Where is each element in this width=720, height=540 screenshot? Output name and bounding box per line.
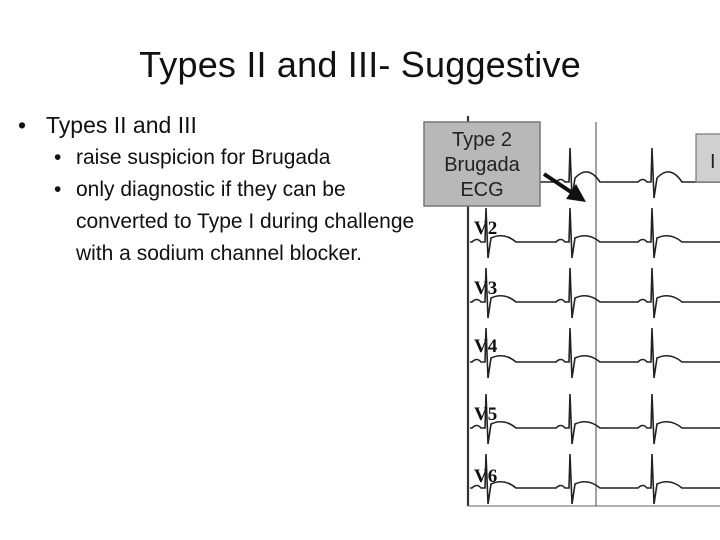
arrow-head-icon	[566, 184, 586, 202]
type2-label-line1: Type 2	[452, 129, 512, 151]
cut-label-text: I	[710, 151, 716, 173]
ecg-figure: Type 2 Brugada ECG I V2 V3 V4 V5 V6	[416, 116, 720, 516]
bullet-item: • Types II and III	[18, 108, 418, 142]
ecg-trace-line	[470, 207, 720, 259]
bullet-dot-icon: •	[18, 112, 27, 138]
lead-label-v2: V2	[474, 218, 497, 239]
lead-label-v3: V3	[474, 278, 497, 299]
sub-bullet-dot-icon: •	[54, 146, 62, 169]
bullet-text: Types II and III	[46, 112, 197, 138]
lead-label-v5: V5	[474, 404, 497, 425]
type2-label-box	[423, 121, 541, 207]
arrow-shaft-icon	[542, 172, 576, 196]
cut-label-box	[695, 133, 720, 183]
lead-label-v4: V4	[474, 336, 498, 357]
bullet-list: • Types II and III • raise suspicion for…	[18, 108, 418, 270]
type2-label-line2: Brugada	[444, 154, 520, 176]
sub-bullet-item: • raise suspicion for Brugada	[18, 142, 418, 174]
ecg-trace-line	[470, 393, 720, 445]
sub-bullet-dot-icon: •	[54, 178, 62, 201]
slide-title: Types II and III- Suggestive	[139, 44, 581, 85]
ecg-trace-line	[470, 267, 720, 319]
lead-label-v6: V6	[474, 466, 497, 487]
ecg-trace-image: Type 2 Brugada ECG I V2 V3 V4 V5 V6	[423, 116, 720, 507]
ecg-trace-line	[470, 327, 720, 379]
type2-label-line3: ECG	[460, 179, 503, 201]
sub-bullet-item: • only diagnostic if they can be convert…	[18, 174, 418, 270]
ecg-trace-line	[470, 453, 720, 505]
sub-bullet-text: only diagnostic if they can be converted…	[76, 178, 415, 265]
sub-bullet-text: raise suspicion for Brugada	[76, 146, 331, 169]
